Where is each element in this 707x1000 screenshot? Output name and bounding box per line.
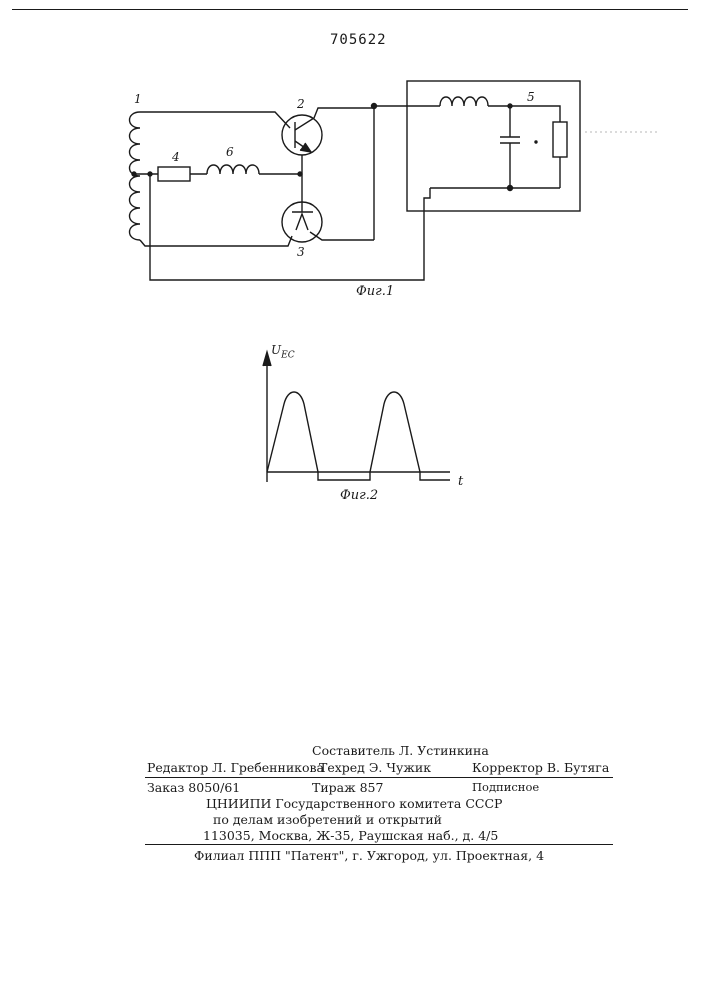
figure-1-circuit (0, 0, 707, 310)
imprint-editor: Редактор Л. Гребенникова (147, 760, 324, 775)
imprint-branch: Филиал ППП "Патент", г. Ужгород, ул. Про… (194, 848, 544, 863)
imprint-org-line2: по делам изобретений и открытий (213, 812, 442, 827)
imprint-rule-1 (145, 777, 613, 778)
label-winding-1: 1 (134, 92, 142, 106)
label-transistor-3: 3 (297, 245, 305, 259)
label-resistor-4: 4 (172, 150, 180, 164)
label-block-5: 5 (527, 90, 535, 104)
imprint-circulation: Тираж 857 (312, 780, 383, 795)
fig2-y-axis-label: UEC (271, 343, 295, 360)
waveform-trace (267, 392, 450, 480)
imprint-subscription: Подписное (472, 780, 539, 794)
fig2-x-axis-label: t (458, 474, 463, 489)
figure-2-caption: Фиг.2 (340, 488, 378, 503)
imprint-order: Заказ 8050/61 (147, 780, 240, 795)
y-axis-subscript: EC (281, 350, 294, 360)
imprint-address: 113035, Москва, Ж-35, Раушская наб., д. … (203, 828, 498, 843)
imprint-corrector: Корректор В. Бутяга (472, 760, 609, 775)
label-transistor-2: 2 (297, 97, 305, 111)
imprint-techred: Техред Э. Чужик (319, 760, 431, 775)
imprint-rule-2 (145, 844, 613, 845)
imprint-org-line1: ЦНИИПИ Государственного комитета СССР (206, 796, 502, 811)
label-inductor-6: 6 (226, 145, 234, 159)
y-axis-symbol: U (271, 343, 281, 357)
imprint-compiler: Составитель Л. Устинкина (312, 743, 489, 758)
figure-1-caption: Фиг.1 (356, 284, 394, 299)
